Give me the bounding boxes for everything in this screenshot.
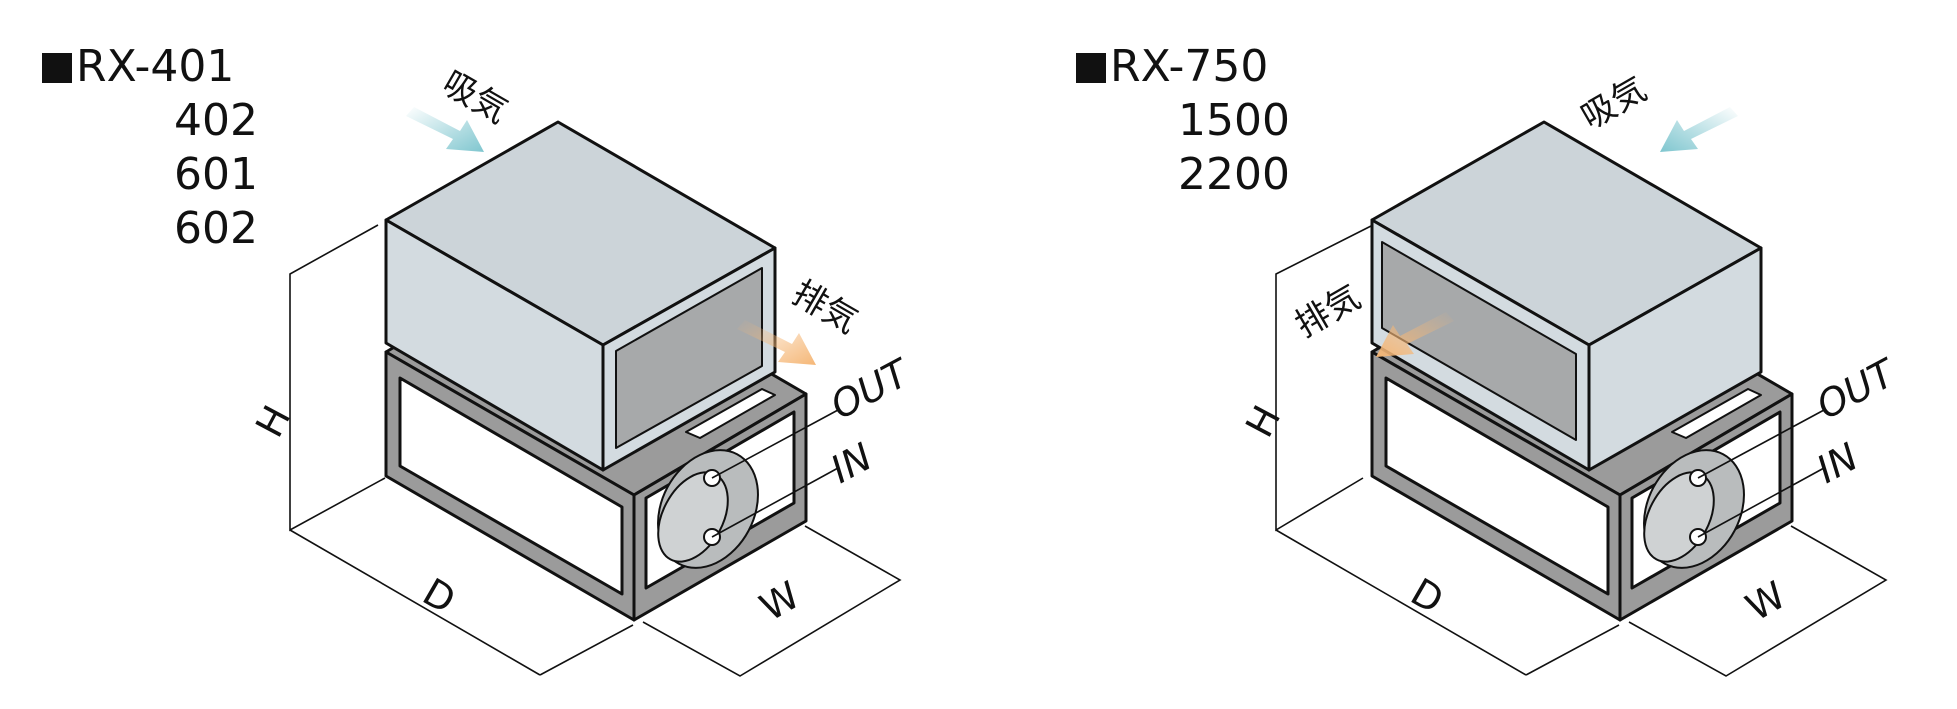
intake-arrow-icon [1660, 107, 1738, 152]
model-variant: 601 [174, 149, 258, 200]
exhaust-arrow-icon [1376, 312, 1454, 357]
intake-label: 吸気 [436, 63, 515, 132]
intake-label: 吸気 [1575, 69, 1654, 138]
model-variant: 1500 [1178, 95, 1290, 146]
out-label: OUT [824, 350, 919, 428]
width-label: W [753, 573, 808, 630]
leader-lines [1697, 409, 1825, 538]
out-label: OUT [1810, 350, 1905, 428]
intake-arrow-icon [406, 107, 484, 152]
pipe-connection [657, 449, 759, 569]
model-list: RX-401 402 601 602 [42, 40, 258, 256]
model-label: RX-750 [1110, 41, 1269, 92]
square-bullet-icon [42, 53, 72, 83]
dimension-lines [1275, 224, 1888, 677]
depth-label: D [1404, 570, 1451, 623]
dimension-lines [289, 224, 902, 677]
unit-drawing: 吸気 排気 OUT IN H D W [247, 63, 919, 677]
in-label: IN [824, 434, 880, 491]
model-variant: 402 [174, 95, 258, 146]
cabinet [384, 120, 777, 472]
diagram-rx-750: RX-750 1500 2200 [978, 0, 1956, 709]
model-variant: 602 [174, 203, 258, 254]
exhaust-label: 排気 [1289, 277, 1368, 346]
exhaust-label: 排気 [786, 273, 865, 342]
height-label: H [247, 398, 299, 444]
model-primary: RX-401 [42, 40, 258, 94]
pipe-connection [1643, 449, 1745, 569]
cabinet [1370, 120, 1763, 472]
unit-drawing: 吸気 排気 OUT IN H D W [1237, 69, 1905, 677]
in-label: IN [1810, 434, 1866, 491]
height-label: H [1237, 398, 1289, 444]
model-variant: 2200 [1178, 149, 1290, 200]
depth-label: D [416, 570, 463, 623]
diagram-rx-401: RX-401 402 601 602 [0, 0, 978, 709]
square-bullet-icon [1076, 53, 1106, 83]
model-primary: RX-750 [1076, 40, 1290, 94]
model-label: RX-401 [76, 41, 235, 92]
exhaust-arrow-icon [737, 320, 816, 365]
leader-lines [711, 409, 839, 538]
width-label: W [1739, 573, 1794, 630]
model-list: RX-750 1500 2200 [1076, 40, 1290, 202]
